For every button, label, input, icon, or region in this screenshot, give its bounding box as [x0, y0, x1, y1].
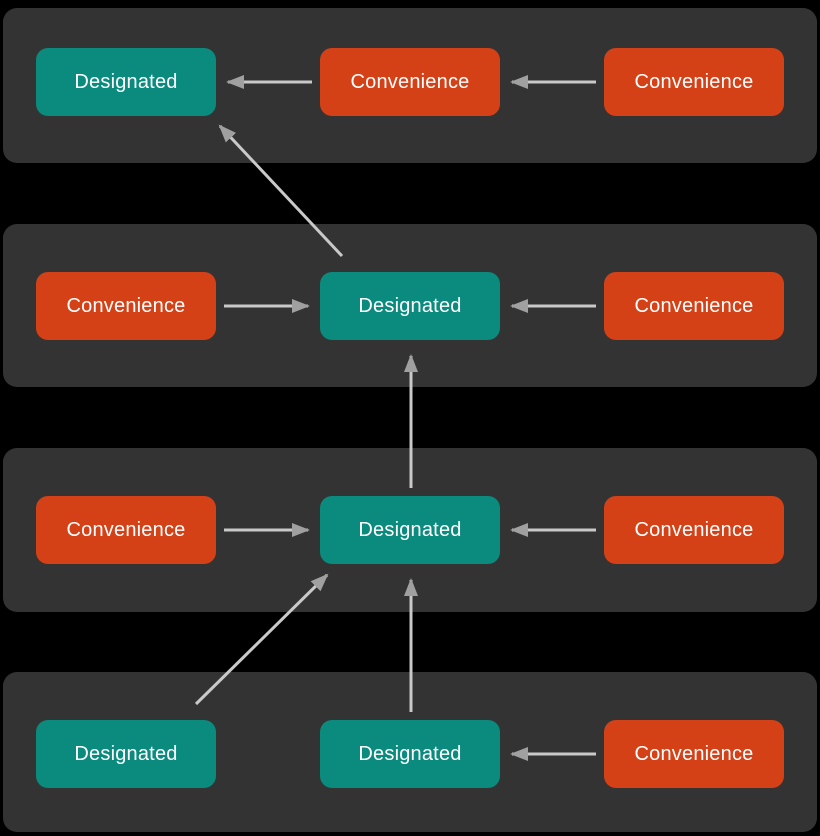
node-designated: Designated [36, 48, 216, 116]
node-convenience: Convenience [604, 496, 784, 564]
node-convenience: Convenience [604, 720, 784, 788]
node-convenience: Convenience [320, 48, 500, 116]
node-convenience: Convenience [36, 272, 216, 340]
node-designated: Designated [320, 272, 500, 340]
node-designated: Designated [320, 720, 500, 788]
node-convenience: Convenience [604, 48, 784, 116]
node-convenience: Convenience [36, 496, 216, 564]
node-convenience: Convenience [604, 272, 784, 340]
node-designated: Designated [36, 720, 216, 788]
node-designated: Designated [320, 496, 500, 564]
